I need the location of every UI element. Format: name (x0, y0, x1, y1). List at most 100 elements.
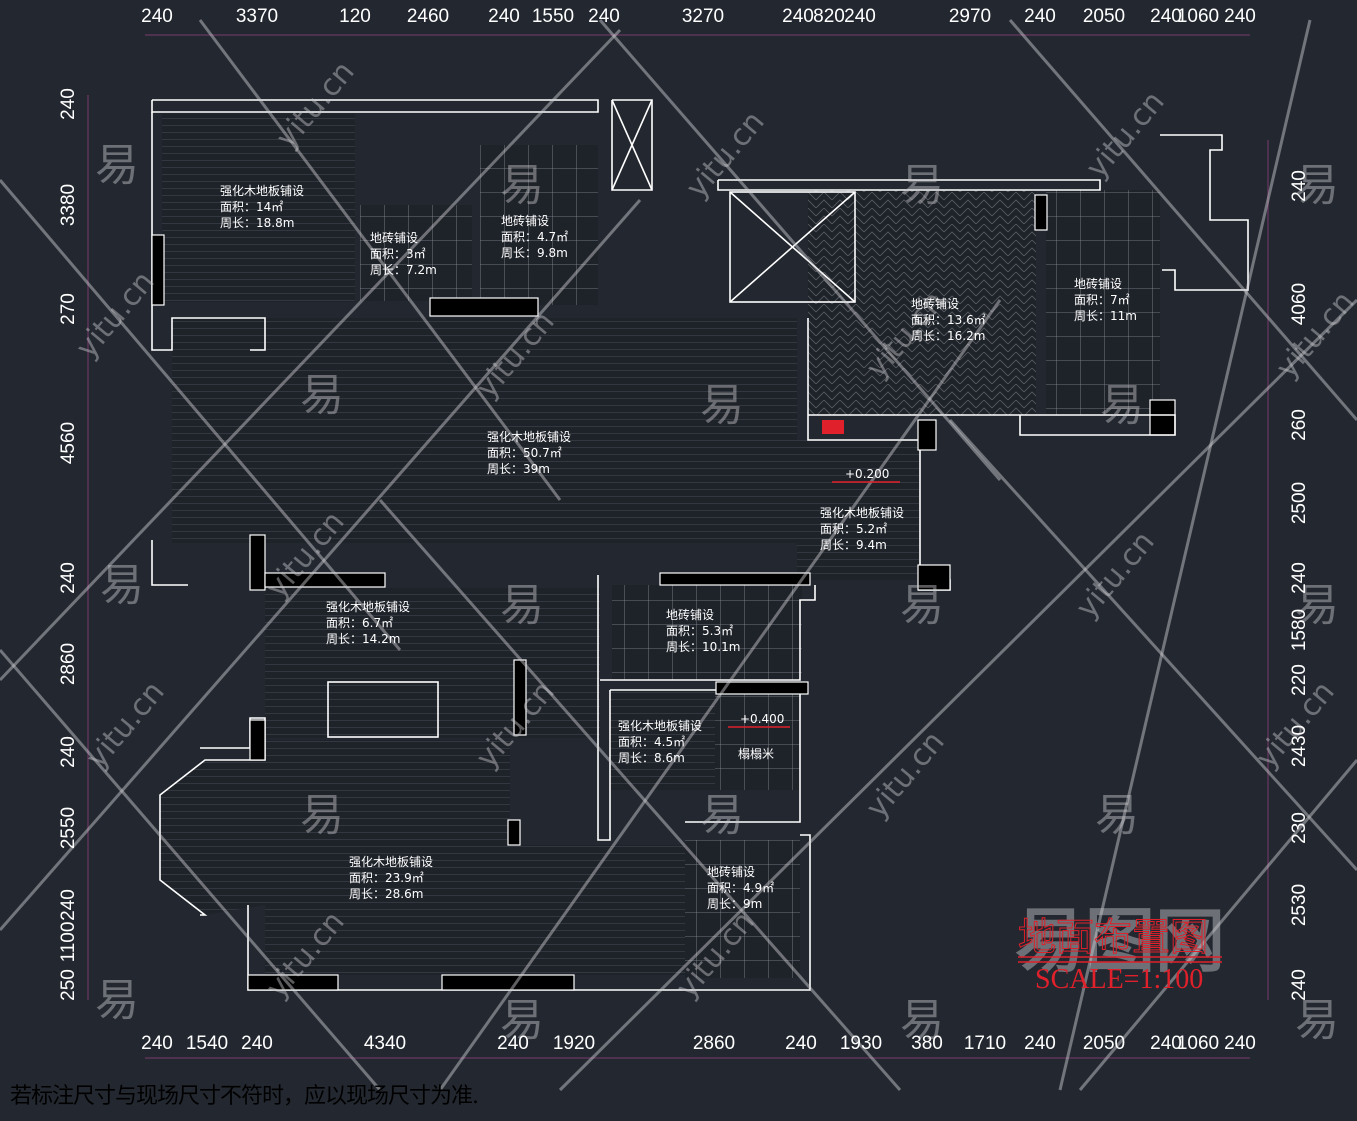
watermark-mark: 易 (500, 160, 544, 211)
room-area: 面积：5.3㎡ (666, 624, 733, 638)
dim-right: 2530 (1289, 884, 1310, 926)
dim-top: 240 (141, 6, 173, 27)
dim-bottom: 1930 (840, 1033, 882, 1054)
title-text: 地面布置图 (1018, 915, 1208, 959)
dim-bottom: 2050 (1083, 1033, 1125, 1054)
dim-top: 240 (588, 6, 620, 27)
room-type: 地砖铺设 (707, 864, 755, 879)
room-area: 面积：14㎡ (220, 200, 283, 214)
watermark-mark: 易 (300, 790, 344, 841)
elevation-label: +0.200 (845, 467, 889, 481)
dim-left: 240 (58, 562, 79, 594)
dim-left: 3380 (58, 184, 79, 226)
dim-top: 2050 (1083, 6, 1125, 27)
dim-left: 240 (58, 889, 79, 921)
watermark-mark: 易 (1295, 995, 1339, 1046)
dim-bottom: 240 (1150, 1033, 1182, 1054)
room-perimeter: 周长：9.8m (501, 246, 568, 260)
dim-top: 120 (339, 6, 371, 27)
room-labels: 强化木地板铺设面积：14㎡周长：18.8m地砖铺设面积：3㎡周长：7.2m地砖铺… (220, 184, 1137, 911)
room-perimeter: 周长：9.4m (820, 538, 887, 552)
room-type: 强化木地板铺设 (820, 506, 904, 520)
watermark-mark: 易 (500, 580, 544, 631)
dim-right: 260 (1289, 409, 1310, 441)
room-type: 地砖铺设 (501, 213, 549, 228)
dim-top: 820 (813, 6, 845, 27)
room-type: 强化木地板铺设 (326, 600, 410, 614)
dim-left: 4560 (58, 422, 79, 464)
dim-bottom: 240 (785, 1033, 817, 1054)
watermark-site: yitu.cn (1079, 85, 1171, 186)
dim-bottom: 1920 (553, 1033, 595, 1054)
dim-top: 240 (488, 6, 520, 27)
watermark-mark: 易 (900, 160, 944, 211)
dim-left: 2550 (58, 807, 79, 849)
dim-right: 240 (1289, 562, 1310, 594)
dim-top: 3370 (236, 6, 278, 27)
room-perimeter: 周长：28.6m (349, 887, 423, 901)
dim-bottom: 1540 (186, 1033, 228, 1054)
room-area: 面积：6.7㎡ (326, 616, 393, 630)
elevation-markers: +0.200 +0.400 榻榻米 (728, 467, 900, 761)
dim-right: 2430 (1289, 725, 1310, 767)
room-area: 面积：50.7㎡ (487, 446, 562, 460)
room-type: 强化木地板铺设 (487, 430, 571, 444)
scale-text: SCALE=1:100 (1035, 964, 1203, 995)
watermark-mark: 易 (300, 370, 344, 421)
dim-bottom: 2860 (693, 1033, 735, 1054)
dim-top: 240 (1024, 6, 1056, 27)
dim-left: 1100 (58, 922, 79, 963)
dim-bottom: 380 (911, 1033, 943, 1054)
room-perimeter: 周长：11m (1074, 309, 1137, 323)
dim-bottom: 1710 (964, 1033, 1006, 1054)
watermark-mark: 易 (700, 380, 744, 431)
watermark-mark: 易 (95, 140, 139, 191)
room-perimeter: 周长：18.8m (220, 216, 294, 230)
dim-top: 240 (1224, 6, 1256, 27)
room-type: 强化木地板铺设 (349, 855, 433, 869)
room-area: 面积：3㎡ (370, 247, 426, 261)
room-area: 面积：4.9㎡ (707, 881, 774, 895)
room-type: 地砖铺设 (370, 230, 418, 245)
dim-bottom: 4340 (364, 1033, 406, 1054)
room-area: 面积：4.5㎡ (618, 735, 685, 749)
dim-right: 230 (1289, 812, 1310, 844)
dim-right: 240 (1289, 969, 1310, 1001)
dim-right: 220 (1289, 664, 1310, 696)
watermark-site: yitu.cn (79, 675, 171, 776)
room-type: 地砖铺设 (666, 607, 714, 622)
room-area: 面积：13.6㎡ (911, 313, 986, 327)
dimension-lines (87, 34, 1269, 1059)
dim-bottom: 240 (1224, 1033, 1256, 1054)
dim-left: 2860 (58, 643, 79, 685)
elevation-label: +0.400 (740, 712, 784, 726)
tatami-label: 榻榻米 (738, 747, 774, 761)
room-perimeter: 周长：39m (487, 462, 550, 476)
watermark-mark: 易 (700, 790, 744, 841)
dim-right: 1580 (1289, 609, 1310, 651)
dim-top: 1550 (532, 6, 574, 27)
dim-left: 240 (58, 88, 79, 120)
dim-top: 240 (1150, 6, 1182, 27)
walls (151, 99, 1249, 991)
watermark-mark: 易 (1095, 790, 1139, 841)
dim-right: 4060 (1289, 283, 1310, 325)
dim-bottom: 240 (241, 1033, 273, 1054)
dim-top: 2460 (407, 6, 449, 27)
watermark-mark: 易 (1100, 380, 1144, 431)
dim-bottom: 1060 (1177, 1033, 1219, 1054)
room-type: 强化木地板铺设 (220, 184, 304, 198)
dim-top: 2970 (949, 6, 991, 27)
